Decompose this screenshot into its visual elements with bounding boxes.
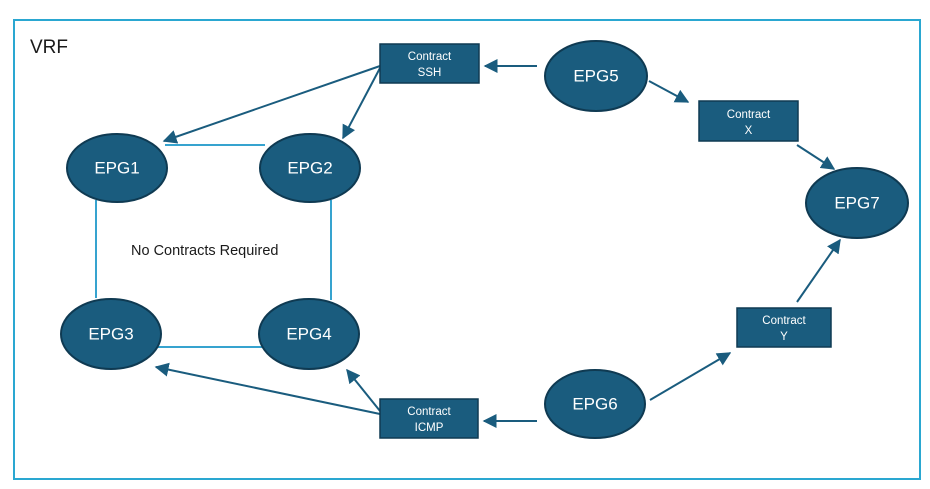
epg-node-6[interactable]: EPG6 <box>544 369 646 439</box>
contract-icmp-box <box>379 398 479 439</box>
epg7-shape <box>805 167 909 239</box>
contract-x-name: X <box>745 125 753 137</box>
arrow-icmp-to-epg3 <box>154 362 381 415</box>
contract-x-box <box>698 100 799 142</box>
epg-node-7[interactable]: EPG7 <box>805 167 909 239</box>
epg1-shape <box>66 133 168 203</box>
no-contract-links <box>95 144 332 348</box>
epg2-shape <box>259 133 361 203</box>
epg5-shape <box>544 40 648 112</box>
contract-arrows <box>154 59 841 428</box>
contract-x[interactable]: Contract X <box>698 100 799 142</box>
arrow-epg5-to-x <box>648 80 690 103</box>
epg1-label: EPG1 <box>94 159 139 178</box>
contract-icmp-title: Contract <box>407 406 451 418</box>
contract-y-box <box>736 307 832 348</box>
epg3-shape <box>60 298 162 370</box>
epg4-shape <box>258 298 360 370</box>
epg-node-3[interactable]: EPG3 <box>60 298 162 370</box>
epg-node-4[interactable]: EPG4 <box>258 298 360 370</box>
contract-icmp[interactable]: Contract ICMP <box>379 398 479 439</box>
epg7-label: EPG7 <box>834 194 879 213</box>
arrow-epg6-to-y <box>649 352 732 401</box>
epg6-shape <box>544 369 646 439</box>
contract-y-title: Contract <box>762 315 806 327</box>
epg-node-5[interactable]: EPG5 <box>544 40 648 112</box>
contract-icmp-name: ICMP <box>415 422 444 434</box>
contract-y-name: Y <box>780 331 788 343</box>
contract-ssh-name: SSH <box>418 67 442 79</box>
epg3-label: EPG3 <box>88 325 133 344</box>
epg2-label: EPG2 <box>287 159 332 178</box>
contract-ssh-title: Contract <box>408 51 452 63</box>
contract-ssh[interactable]: Contract SSH <box>379 43 480 84</box>
contract-ssh-box <box>379 43 480 84</box>
arrow-x-to-epg7 <box>796 144 836 170</box>
no-contracts-note: No Contracts Required <box>131 243 279 259</box>
arrow-ssh-to-epg2 <box>342 67 381 140</box>
arrow-icmp-to-epg4 <box>346 368 381 412</box>
epg4-label: EPG4 <box>286 325 331 344</box>
epg6-label: EPG6 <box>572 395 617 414</box>
contract-x-title: Contract <box>727 109 771 121</box>
epg-node-2[interactable]: EPG2 <box>259 133 361 203</box>
contract-y[interactable]: Contract Y <box>736 307 832 348</box>
arrow-ssh-to-epg1 <box>162 65 381 144</box>
arrow-y-to-epg7 <box>796 238 841 303</box>
vrf-label: VRF <box>30 37 68 58</box>
epg5-label: EPG5 <box>573 67 618 86</box>
epg-node-1[interactable]: EPG1 <box>66 133 168 203</box>
